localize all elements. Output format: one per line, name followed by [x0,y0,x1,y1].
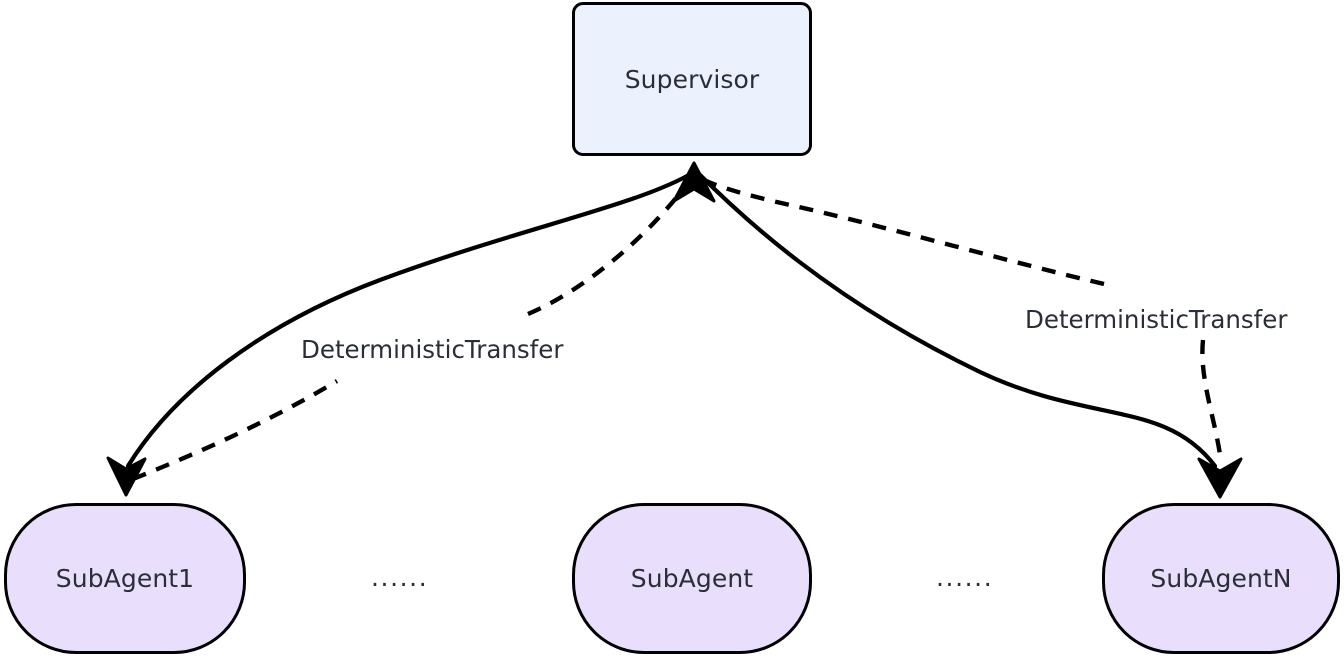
edge-subagentn-to-supervisor-seg1 [1200,339,1224,463]
arrowhead-subagentn [1197,457,1243,499]
ellipsis-right: ...... [936,563,994,592]
arrowhead-supervisor [672,161,716,203]
node-subagent-middle[interactable]: SubAgent [572,503,812,654]
node-subagent1[interactable]: SubAgent1 [4,503,246,654]
node-subagent1-label: SubAgent1 [55,564,195,593]
edge-subagentn-to-supervisor-seg2 [698,176,1105,287]
node-subagent-middle-label: SubAgent [630,564,754,593]
edge-label-deterministic-transfer-right: DeterministicTransfer [1022,306,1291,335]
arrowhead-subagent1 [106,456,147,497]
edge-supervisor-to-subagentn [694,169,1218,469]
node-supervisor-label: Supervisor [624,64,760,94]
edge-subagent1-to-supervisor-seg1 [132,379,339,482]
edge-supervisor-to-subagent1 [125,169,697,469]
node-subagentn[interactable]: SubAgentN [1102,503,1340,654]
edge-subagent1-to-supervisor-seg2 [527,178,692,317]
edge-label-deterministic-transfer-left: DeterministicTransfer [298,336,567,365]
node-supervisor[interactable]: Supervisor [572,2,812,156]
ellipsis-left: ...... [371,563,429,592]
node-subagentn-label: SubAgentN [1150,564,1292,593]
